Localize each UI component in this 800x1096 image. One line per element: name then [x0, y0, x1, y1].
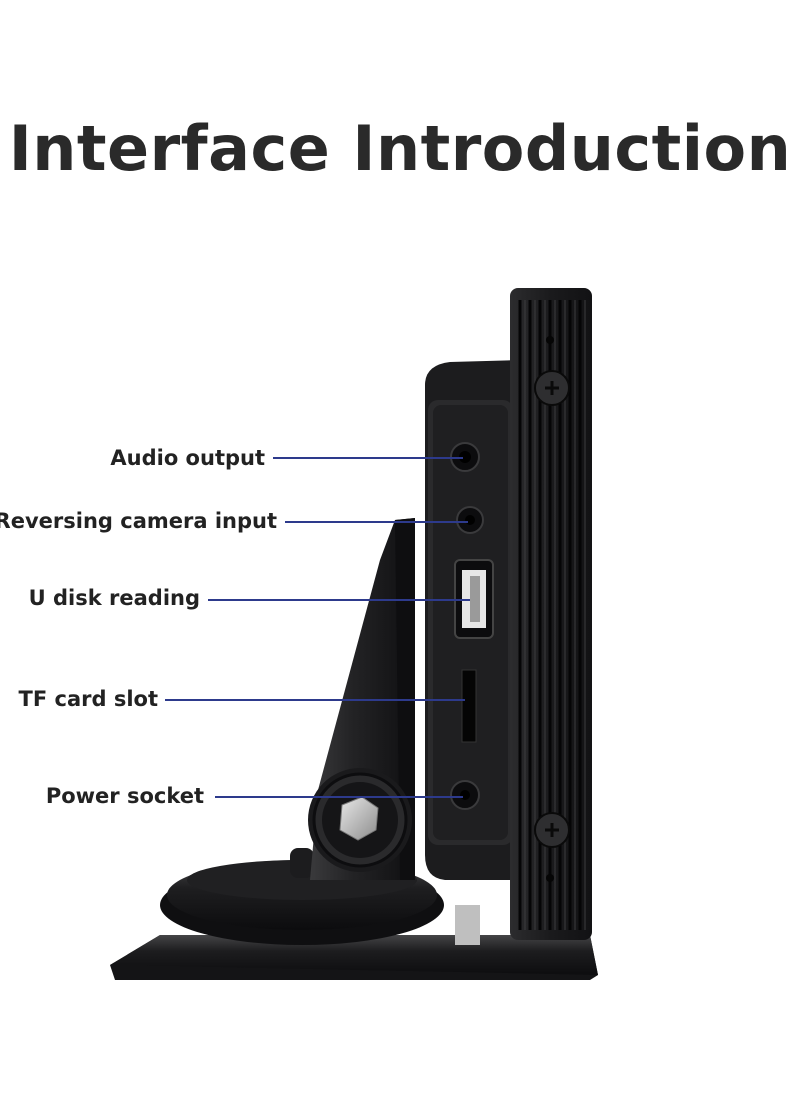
leader-line-power-socket	[215, 796, 463, 798]
label-power-socket: Power socket	[45, 784, 204, 808]
mount-base	[110, 848, 598, 980]
leader-line-tf-card-slot	[165, 699, 465, 701]
leader-line-reversing-camera-input	[285, 521, 468, 523]
pivot-joint	[308, 768, 412, 872]
page-title: Interface Introduction	[8, 112, 792, 185]
screen-body	[510, 288, 592, 940]
label-u-disk-reading: U disk reading	[28, 586, 200, 610]
leader-line-u-disk-reading	[208, 599, 470, 601]
label-audio-output: Audio output	[110, 446, 265, 470]
leader-line-audio-output	[273, 457, 463, 459]
port-panel	[425, 360, 520, 880]
label-reversing-camera-input: Reversing camera input	[0, 509, 277, 533]
label-tf-card-slot: TF card slot	[18, 687, 158, 711]
